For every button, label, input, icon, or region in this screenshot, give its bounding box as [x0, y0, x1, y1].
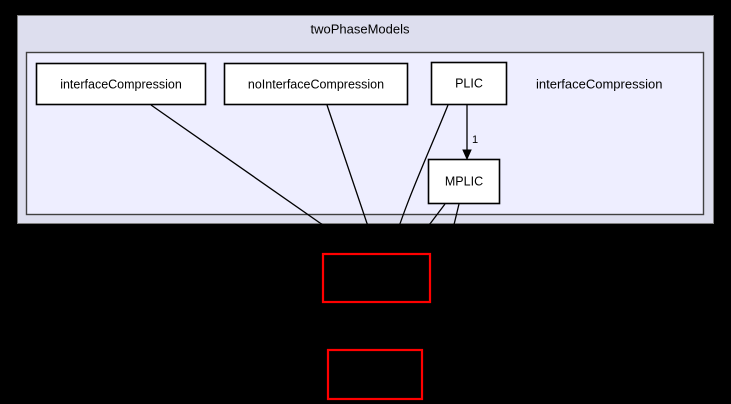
- node-rect-external-bottom[interactable]: [326, 348, 424, 401]
- node-label-interfacecompression: interfaceCompression: [60, 77, 182, 91]
- edge-interfacecompression-to-external: [150, 104, 364, 254]
- edge-plic-to-external: [390, 104, 449, 254]
- node-external-top[interactable]: [321, 252, 432, 304]
- node-label-plic: PLIC: [455, 76, 483, 90]
- node-rect-external-top[interactable]: [321, 252, 432, 304]
- node-label-mplic: MPLIC: [445, 174, 483, 188]
- node-rect-mplic[interactable]: [427, 158, 501, 205]
- node-rect-nointerfacecompression[interactable]: [223, 62, 409, 106]
- edge-mplic-to-external-bottom: [423, 203, 460, 350]
- node-rect-interfacecompression[interactable]: [35, 62, 207, 106]
- cluster-title-twophasemodels: twoPhaseModels: [311, 21, 410, 36]
- node-rect-plic[interactable]: [430, 61, 508, 106]
- cluster-label-interfacecompression: interfaceCompression: [536, 76, 662, 91]
- node-mplic[interactable]: MPLIC: [427, 158, 501, 205]
- node-nointerfacecompression[interactable]: noInterfaceCompression: [223, 62, 409, 106]
- node-external-bottom[interactable]: [326, 348, 424, 401]
- node-plic[interactable]: PLIC: [430, 61, 508, 106]
- edge-nointerfacecompression-to-external: [326, 104, 378, 254]
- node-interfacecompression[interactable]: interfaceCompression: [35, 62, 207, 106]
- edge-label-plic-mplic: 1: [472, 134, 478, 146]
- arrowhead-plic-to-mplic: [462, 149, 472, 161]
- node-label-nointerfacecompression: noInterfaceCompression: [248, 77, 384, 91]
- edge-mplic-to-external-left: [407, 203, 446, 254]
